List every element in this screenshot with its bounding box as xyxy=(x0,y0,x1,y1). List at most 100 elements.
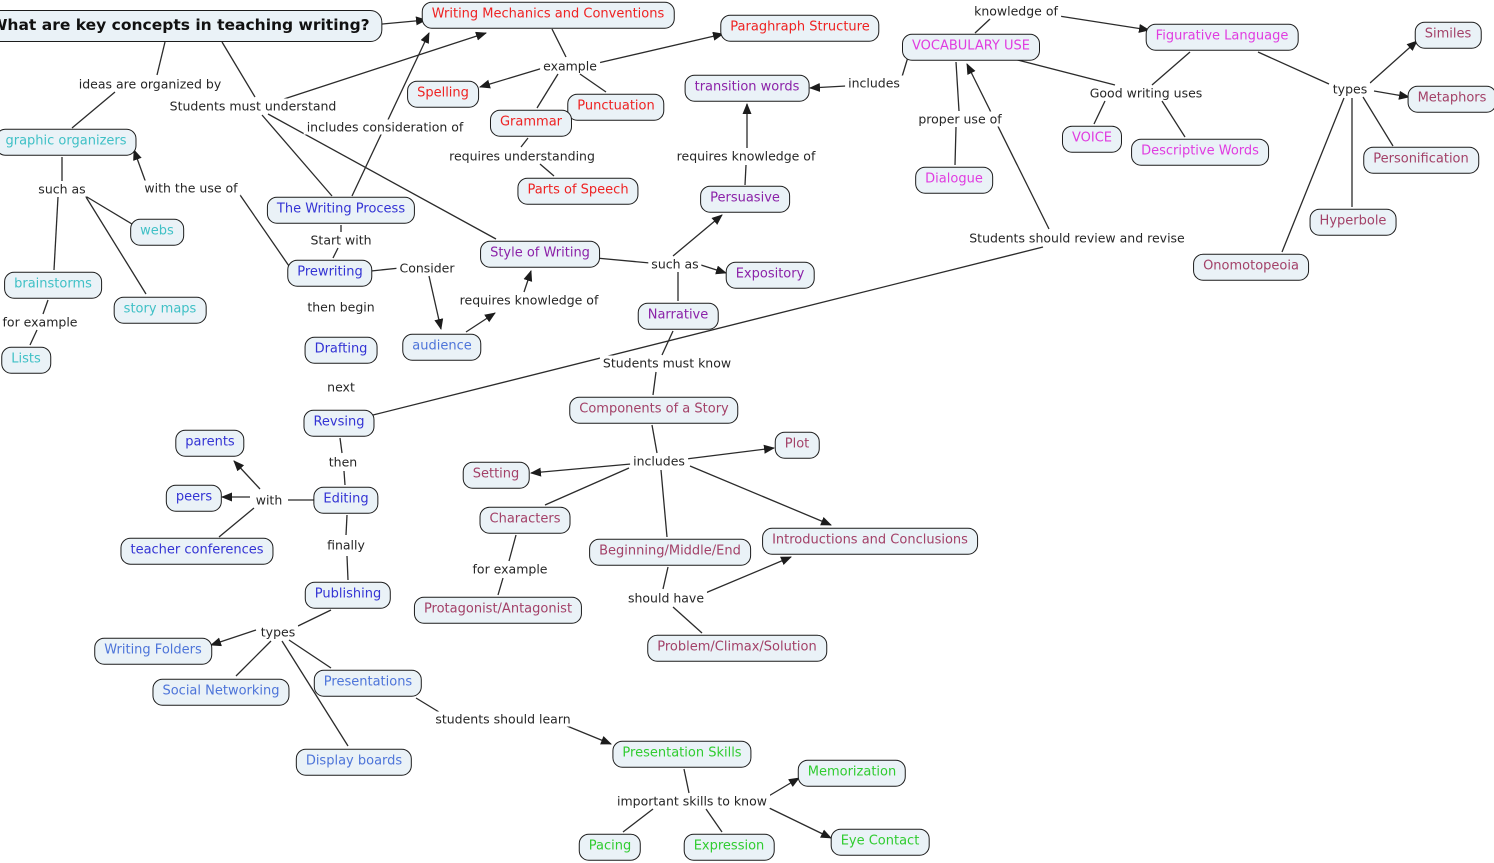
node-story-maps[interactable]: story maps xyxy=(113,296,207,324)
edge-label-should-have[interactable]: should have xyxy=(624,590,708,606)
node-narrative[interactable]: Narrative xyxy=(637,302,719,330)
edge-label-includes-story[interactable]: includes xyxy=(630,453,688,469)
node-figurative-language[interactable]: Figurative Language xyxy=(1145,23,1299,51)
edge-label-consider[interactable]: Consider xyxy=(396,260,458,276)
edge-label-requires-knowledge-of-top[interactable]: requires knowledge of xyxy=(673,148,819,164)
node-vocabulary-use[interactable]: VOCABULARY USE xyxy=(902,33,1040,61)
edge-label-includes-consideration-of[interactable]: includes consideration of xyxy=(303,119,467,135)
edge-label-example[interactable]: example xyxy=(540,58,600,74)
edge-label-proper-use-of[interactable]: proper use of xyxy=(915,111,1005,127)
connector-line xyxy=(1161,100,1186,138)
edge-label-requires-knowledge-of-mid[interactable]: requires knowledge of xyxy=(456,292,602,308)
node-peers[interactable]: peers xyxy=(165,484,223,512)
connector-line xyxy=(428,275,444,330)
connector-line xyxy=(809,82,847,92)
node-expression[interactable]: Expression xyxy=(683,833,775,861)
edge-label-start-with[interactable]: Start with xyxy=(307,232,375,248)
edge-label-then[interactable]: then xyxy=(325,454,361,470)
connector-line xyxy=(332,247,339,259)
node-similes[interactable]: Similes xyxy=(1414,21,1482,49)
edge-label-types-publishing[interactable]: types xyxy=(257,624,299,640)
edge-label-with-the-use-of[interactable]: with the use of xyxy=(141,180,241,196)
connector-line xyxy=(351,32,430,197)
node-metaphors[interactable]: Metaphors xyxy=(1407,85,1494,113)
node-writing-process[interactable]: The Writing Process xyxy=(266,196,416,224)
node-brainstorms[interactable]: brainstorms xyxy=(4,271,102,299)
connector-line xyxy=(372,246,1044,416)
node-descriptive-words[interactable]: Descriptive Words xyxy=(1131,138,1269,166)
node-webs[interactable]: webs xyxy=(130,218,184,246)
connector-line xyxy=(539,163,555,177)
node-title[interactable]: What are key concepts in teaching writin… xyxy=(0,10,383,42)
connector-line xyxy=(297,609,332,627)
node-plot[interactable]: Plot xyxy=(774,431,820,459)
connector-line xyxy=(1281,97,1345,253)
node-writing-folders[interactable]: Writing Folders xyxy=(94,637,212,665)
edge-label-for-example-left[interactable]: for example xyxy=(0,314,81,330)
node-personification[interactable]: Personification xyxy=(1363,146,1479,174)
edge-label-then-begin[interactable]: then begin xyxy=(304,299,378,315)
node-graphic-organizers[interactable]: graphic organizers xyxy=(0,128,137,156)
node-components-of-a-story[interactable]: Components of a Story xyxy=(569,396,739,424)
edge-label-good-writing-uses[interactable]: Good writing uses xyxy=(1086,85,1206,101)
connector-line xyxy=(566,725,612,745)
node-style-of-writing[interactable]: Style of Writing xyxy=(480,240,600,268)
node-audience[interactable]: audience xyxy=(402,333,482,361)
edge-label-such-as-left[interactable]: such as xyxy=(35,181,89,197)
edge-label-requires-understanding[interactable]: requires understanding xyxy=(446,148,598,164)
edge-label-students-should-learn[interactable]: students should learn xyxy=(432,711,574,727)
node-beginning-middle-end[interactable]: Beginning/Middle/End xyxy=(589,538,751,566)
node-pacing[interactable]: Pacing xyxy=(578,833,642,861)
edge-label-students-must-know[interactable]: Students must know xyxy=(599,355,735,371)
node-setting[interactable]: Setting xyxy=(462,461,530,489)
node-writing-mechanics[interactable]: Writing Mechanics and Conventions xyxy=(421,1,675,29)
node-presentation-skills[interactable]: Presentation Skills xyxy=(612,740,752,768)
node-eye-contact[interactable]: Eye Contact xyxy=(830,828,930,856)
node-teacher-conferences[interactable]: teacher conferences xyxy=(120,537,274,565)
node-parents[interactable]: parents xyxy=(175,429,245,457)
node-paragraph-structure[interactable]: Paraghraph Structure xyxy=(720,14,880,42)
node-parts-of-speech[interactable]: Parts of Speech xyxy=(517,177,639,205)
edge-label-students-must-understand[interactable]: Students must understand xyxy=(166,98,340,114)
edge-label-important-skills-to-know[interactable]: important skills to know xyxy=(614,793,770,809)
node-editing[interactable]: Editing xyxy=(313,486,379,514)
node-prewriting[interactable]: Prewriting xyxy=(287,259,373,287)
edge-label-such-as-mid[interactable]: such as xyxy=(648,256,702,272)
edge-label-next[interactable]: next xyxy=(324,379,358,395)
connector-line xyxy=(520,137,529,148)
edge-label-types-figurative[interactable]: types xyxy=(1329,81,1371,97)
node-grammar[interactable]: Grammar xyxy=(489,109,573,137)
node-introductions-and-conclusions[interactable]: Introductions and Conclusions xyxy=(762,527,978,555)
node-publishing[interactable]: Publishing xyxy=(304,581,392,609)
node-expository[interactable]: Expository xyxy=(725,261,815,289)
connector-line xyxy=(762,804,832,839)
node-drafting[interactable]: Drafting xyxy=(304,336,378,364)
node-lists[interactable]: Lists xyxy=(1,346,51,374)
node-presentations[interactable]: Presentations xyxy=(313,669,423,697)
edge-label-finally[interactable]: finally xyxy=(324,537,368,553)
node-revsing[interactable]: Revsing xyxy=(303,409,375,437)
edge-label-includes-vocab[interactable]: includes xyxy=(845,75,903,91)
node-hyperbole[interactable]: Hyperbole xyxy=(1309,208,1397,236)
node-onomotopeoia[interactable]: Onomotopeoia xyxy=(1193,253,1309,281)
edge-label-knowledge-of[interactable]: knowledge of xyxy=(971,3,1061,19)
node-memorization[interactable]: Memorization xyxy=(797,759,907,787)
node-spelling[interactable]: Spelling xyxy=(407,80,479,108)
node-problem-climax-solution[interactable]: Problem/Climax/Solution xyxy=(647,634,827,662)
node-dialogue[interactable]: Dialogue xyxy=(915,166,993,194)
node-punctuation[interactable]: Punctuation xyxy=(567,93,665,121)
node-voice[interactable]: VOICE xyxy=(1061,125,1123,153)
node-social-networking[interactable]: Social Networking xyxy=(152,678,290,706)
connector-line xyxy=(595,257,651,264)
node-characters[interactable]: Characters xyxy=(479,506,571,534)
node-display-boards[interactable]: Display boards xyxy=(295,748,413,776)
edge-label-students-should-review-and-revise[interactable]: Students should review and revise xyxy=(966,230,1188,246)
node-persuasive[interactable]: Persuasive xyxy=(700,185,790,213)
node-protagonist-antagonist[interactable]: Protagonist/Antagonist xyxy=(413,596,583,624)
edge-label-ideas-are-organized-by[interactable]: ideas are organized by xyxy=(75,76,225,92)
edge-label-for-example-characters[interactable]: for example xyxy=(469,561,551,577)
edge-label-with[interactable]: with xyxy=(252,492,286,508)
connector-line xyxy=(744,164,747,186)
node-transition-words[interactable]: transition words xyxy=(684,74,810,102)
